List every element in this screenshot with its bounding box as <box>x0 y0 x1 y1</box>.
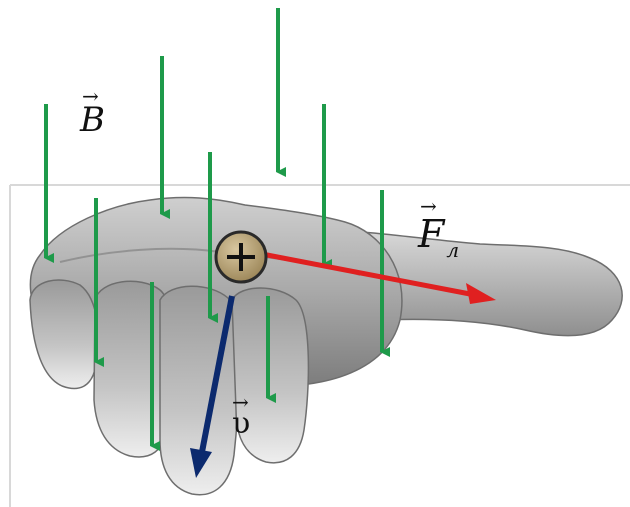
vector-mark-v: → <box>232 390 249 414</box>
vector-mark-f: → <box>420 194 437 218</box>
velocity-label: → υ <box>228 392 268 452</box>
thumb <box>328 229 623 337</box>
magnetic-field-label: → B <box>78 86 118 146</box>
finger-index <box>231 287 310 464</box>
magnetic-field-symbol: B <box>80 100 105 140</box>
lorentz-force-subscript: л <box>446 238 460 262</box>
lorentz-force-symbol: F <box>418 212 445 256</box>
velocity-symbol: υ <box>232 406 251 441</box>
magnetic-field-lines <box>44 8 390 451</box>
frame-lines <box>9 184 630 507</box>
hand-illustration <box>29 196 623 496</box>
lorentz-force-arrow <box>261 251 496 304</box>
finger-little <box>29 279 99 390</box>
vector-mark-b: → <box>82 84 99 108</box>
velocity-arrow <box>190 295 235 478</box>
positive-charge-icon <box>214 230 268 284</box>
